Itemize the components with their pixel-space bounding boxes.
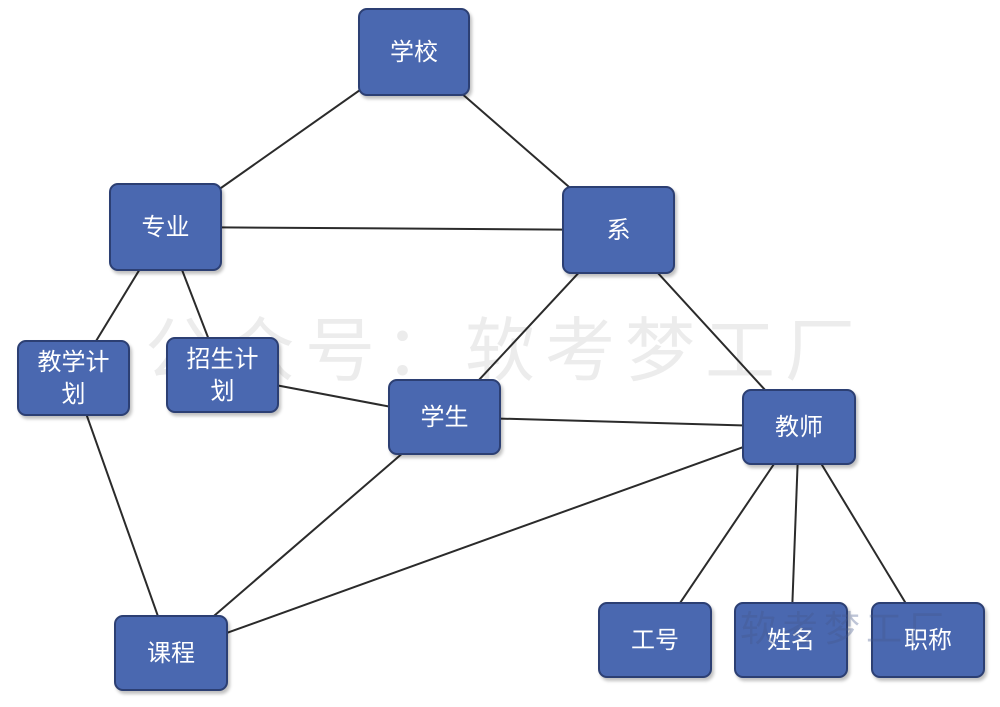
node-major: 专业: [109, 183, 222, 271]
edge-major-department: [165, 226, 619, 231]
edge-teacher-course: [170, 426, 800, 654]
node-school: 学校: [358, 8, 470, 96]
edge-teaching_plan-course: [72, 377, 172, 654]
edge-student-course: [170, 416, 446, 654]
node-employee-id: 工号: [598, 602, 712, 678]
node-enrollment-plan: 招生计划: [166, 337, 279, 413]
node-teaching-plan: 教学计划: [17, 340, 130, 416]
node-course: 课程: [114, 615, 228, 691]
node-student: 学生: [388, 379, 501, 455]
edge-student-teacher: [444, 416, 800, 428]
node-name: 姓名: [734, 602, 848, 678]
node-title: 职称: [871, 602, 985, 678]
node-department: 系: [562, 186, 675, 274]
node-teacher: 教师: [742, 389, 856, 465]
